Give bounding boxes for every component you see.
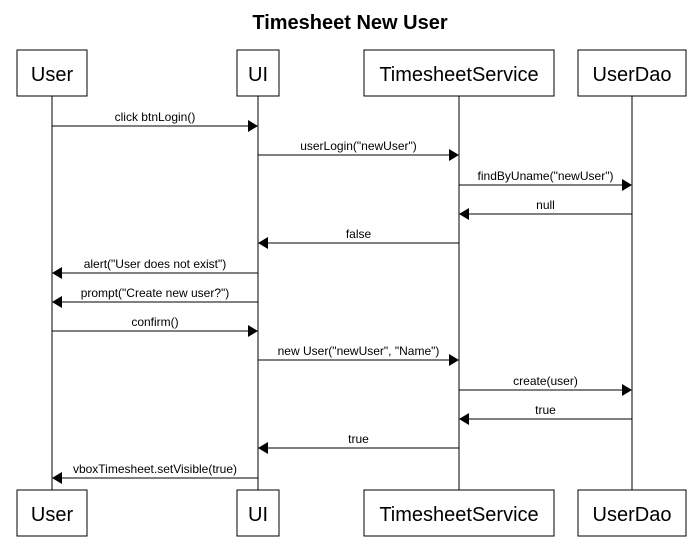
arrowhead-icon (449, 149, 459, 161)
arrowhead-icon (248, 325, 258, 337)
message-3: findByUname("newUser") (459, 169, 632, 191)
message-label: click btnLogin() (115, 110, 196, 124)
arrowhead-icon (52, 267, 62, 279)
arrowhead-icon (258, 237, 268, 249)
participant-label: UI (248, 504, 268, 526)
arrowhead-icon (459, 208, 469, 220)
message-label: true (535, 403, 556, 417)
message-label: confirm() (131, 315, 178, 329)
message-1: click btnLogin() (52, 110, 258, 132)
message-label: create(user) (513, 374, 578, 388)
message-9: new User("newUser", "Name") (258, 344, 459, 366)
message-label: new User("newUser", "Name") (278, 344, 440, 358)
lifelines (51, 96, 633, 490)
message-label: findByUname("newUser") (478, 169, 614, 183)
participant-label: User (31, 504, 74, 526)
participant-box (236, 489, 280, 537)
participant-ui-bottom: UI (236, 489, 280, 537)
participant-box (16, 489, 88, 537)
message-label: alert("User does not exist") (84, 257, 227, 271)
message-8: confirm() (52, 315, 258, 337)
participant-label: TimesheetService (379, 64, 538, 86)
message-11: true (459, 403, 632, 425)
participant-boxes: UserUserUIUITimesheetServiceTimesheetSer… (16, 49, 687, 537)
participant-ui-top: UI (236, 49, 280, 97)
message-5: false (258, 227, 459, 249)
participant-box (577, 489, 687, 537)
message-label: true (348, 432, 369, 446)
participant-dao-bottom: UserDao (577, 489, 687, 537)
message-label: null (536, 198, 555, 212)
message-label: userLogin("newUser") (300, 139, 417, 153)
message-10: create(user) (459, 374, 632, 396)
arrowhead-icon (258, 442, 268, 454)
participant-service-top: TimesheetService (363, 49, 555, 97)
arrowhead-icon (459, 413, 469, 425)
arrowhead-icon (449, 354, 459, 366)
message-2: userLogin("newUser") (258, 139, 459, 161)
message-label: false (346, 227, 372, 241)
participant-label: User (31, 64, 74, 86)
message-6: alert("User does not exist") (52, 257, 258, 279)
participant-box (577, 49, 687, 97)
messages: click btnLogin() userLogin("newUser") find… (52, 110, 632, 484)
participant-box (363, 49, 555, 97)
message-7: prompt("Create new user?") (52, 286, 258, 308)
message-4: null (459, 198, 632, 220)
participant-box (236, 49, 280, 97)
participant-user-top: User (16, 49, 88, 97)
participant-label: UserDao (593, 504, 672, 526)
participant-user-bottom: User (16, 489, 88, 537)
diagram-title: Timesheet New User (252, 12, 447, 34)
participant-dao-top: UserDao (577, 49, 687, 97)
message-label: vboxTimesheet.setVisible(true) (73, 462, 237, 476)
arrowhead-icon (52, 472, 62, 484)
participant-service-bottom: TimesheetService (363, 489, 555, 537)
participant-label: UserDao (593, 64, 672, 86)
message-12: true (258, 432, 459, 454)
arrowhead-icon (622, 384, 632, 396)
message-13: vboxTimesheet.setVisible(true) (52, 462, 258, 484)
participant-box (16, 49, 88, 97)
arrowhead-icon (622, 179, 632, 191)
message-label: prompt("Create new user?") (81, 286, 230, 300)
arrowhead-icon (52, 296, 62, 308)
participant-box (363, 489, 555, 537)
arrowhead-icon (248, 120, 258, 132)
participant-label: TimesheetService (379, 504, 538, 526)
participant-label: UI (248, 64, 268, 86)
